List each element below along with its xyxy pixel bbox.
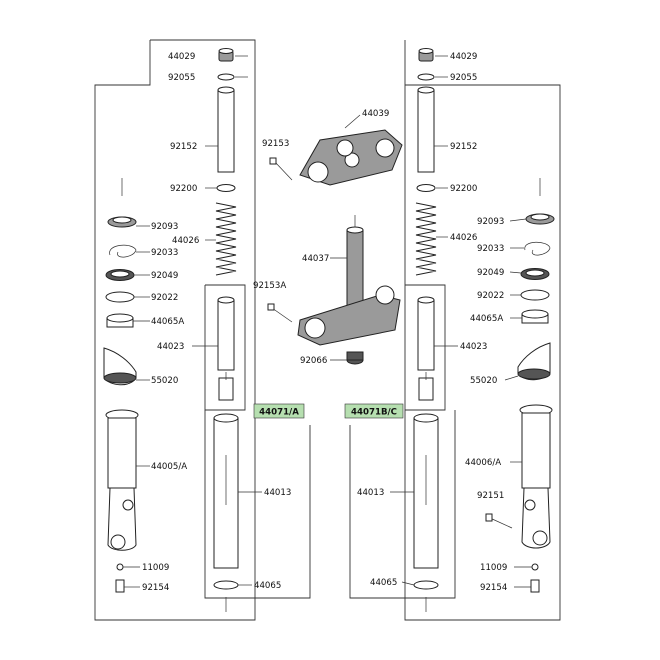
left-bush-a-icon	[105, 291, 135, 303]
right-outer-tube-icon	[519, 404, 553, 549]
right-assembly-label: 44071B/C	[351, 408, 397, 418]
label-left-circlip: 92033	[151, 248, 178, 258]
label-right-oil-seal: 92093	[477, 217, 504, 227]
label-left-fork-tube: 92152	[170, 142, 197, 152]
left-fork-frame	[94, 39, 256, 621]
left-cylinder-icon	[217, 296, 235, 401]
right-spring-icon	[415, 202, 437, 276]
label-right-guide-bush: 44065	[370, 578, 397, 588]
left-bottom-bolt-icon	[115, 579, 125, 593]
stem-nut-icon	[346, 351, 364, 365]
label-stem: 44037	[302, 254, 329, 264]
left-circlip-icon	[109, 244, 137, 258]
left-o-ring-icon	[217, 73, 235, 81]
label-right-spring: 44026	[450, 233, 477, 243]
right-gasket-icon	[531, 563, 539, 571]
left-spring-icon	[215, 202, 237, 276]
label-left-guide-bush: 44065	[254, 581, 281, 591]
label-left-oil-seal: 92093	[151, 222, 178, 232]
label-left-bush-b: 44065A	[151, 317, 184, 327]
label-left-spring: 44026	[172, 236, 199, 246]
label-left-washer-seal: 92049	[151, 271, 178, 281]
label-right-outer-tube: 44006/A	[465, 458, 501, 468]
right-fork-frame	[404, 40, 561, 621]
right-axle-bolt-icon	[485, 513, 513, 529]
label-left-outer-tube: 44005/A	[151, 462, 187, 472]
stem-bolt-icon	[267, 303, 293, 323]
right-oil-seal-icon	[525, 213, 555, 225]
label-right-circlip: 92033	[477, 244, 504, 254]
label-left-o-ring: 92055	[168, 73, 195, 83]
right-cap-bolt-icon	[418, 48, 434, 62]
right-bush-b-icon	[521, 309, 549, 324]
label-left-bottom-bolt: 92154	[142, 583, 169, 593]
label-left-inner-tube: 44013	[264, 488, 291, 498]
label-left-washer: 92200	[170, 184, 197, 194]
upper-bracket-icon	[299, 129, 403, 186]
label-bracket-bolt: 92153	[262, 139, 289, 149]
label-left-cylinder: 44023	[157, 342, 184, 352]
right-cylinder-icon	[417, 296, 435, 401]
left-cap-bolt-icon	[218, 48, 234, 62]
label-right-axle-bolt: 92151	[477, 491, 504, 501]
right-circlip-icon	[524, 241, 551, 256]
label-stem-nut: 92066	[300, 356, 327, 366]
label-left-cover: 55020	[151, 376, 178, 386]
left-assembly-label: 44071/A	[259, 408, 299, 418]
left-washer-seal-icon	[105, 269, 135, 281]
label-left-bush-a: 92022	[151, 293, 178, 303]
label-stem-bolt: 92153A	[253, 281, 286, 291]
label-right-cover: 55020	[470, 376, 497, 386]
right-cover-icon	[517, 342, 551, 381]
label-upper-bracket: 44039	[362, 109, 389, 119]
right-o-ring-icon	[417, 73, 435, 81]
left-guide-bush-icon	[213, 580, 239, 590]
label-right-fork-tube: 92152	[450, 142, 477, 152]
label-right-inner-tube: 44013	[357, 488, 384, 498]
label-right-bush-a: 92022	[477, 291, 504, 301]
label-right-cap-bolt: 44029	[450, 52, 477, 62]
left-washer-icon	[216, 184, 236, 192]
stem-icon	[297, 226, 401, 346]
right-fork-tube-icon	[417, 86, 435, 173]
left-gasket-icon	[116, 563, 124, 571]
left-oil-seal-icon	[107, 216, 137, 228]
left-fork-tube-icon	[217, 86, 235, 173]
left-cover-icon	[103, 347, 137, 386]
label-right-bottom-bolt: 92154	[480, 583, 507, 593]
right-washer-icon	[416, 184, 436, 192]
right-bush-a-icon	[520, 289, 550, 301]
bracket-bolt-icon	[269, 157, 293, 181]
left-outer-tube-icon	[105, 409, 139, 551]
left-bush-b-icon	[106, 313, 134, 328]
label-right-cylinder: 44023	[460, 342, 487, 352]
left-assembly-frame	[204, 284, 311, 599]
right-guide-bush-icon	[413, 580, 439, 590]
left-assembly-tag[interactable]: 44071/A	[253, 403, 305, 419]
right-assembly-tag[interactable]: 44071B/C	[344, 403, 404, 419]
right-bottom-bolt-icon	[530, 579, 540, 593]
right-assembly-frame	[349, 284, 456, 599]
label-left-gasket: 11009	[142, 563, 169, 573]
right-washer-seal-icon	[520, 268, 550, 280]
label-right-o-ring: 92055	[450, 73, 477, 83]
label-right-washer-seal: 92049	[477, 268, 504, 278]
leader-lines	[121, 55, 541, 612]
label-right-washer: 92200	[450, 184, 477, 194]
label-right-gasket: 11009	[480, 563, 507, 573]
label-left-cap-bolt: 44029	[168, 52, 195, 62]
label-right-bush-b: 44065A	[470, 314, 503, 324]
